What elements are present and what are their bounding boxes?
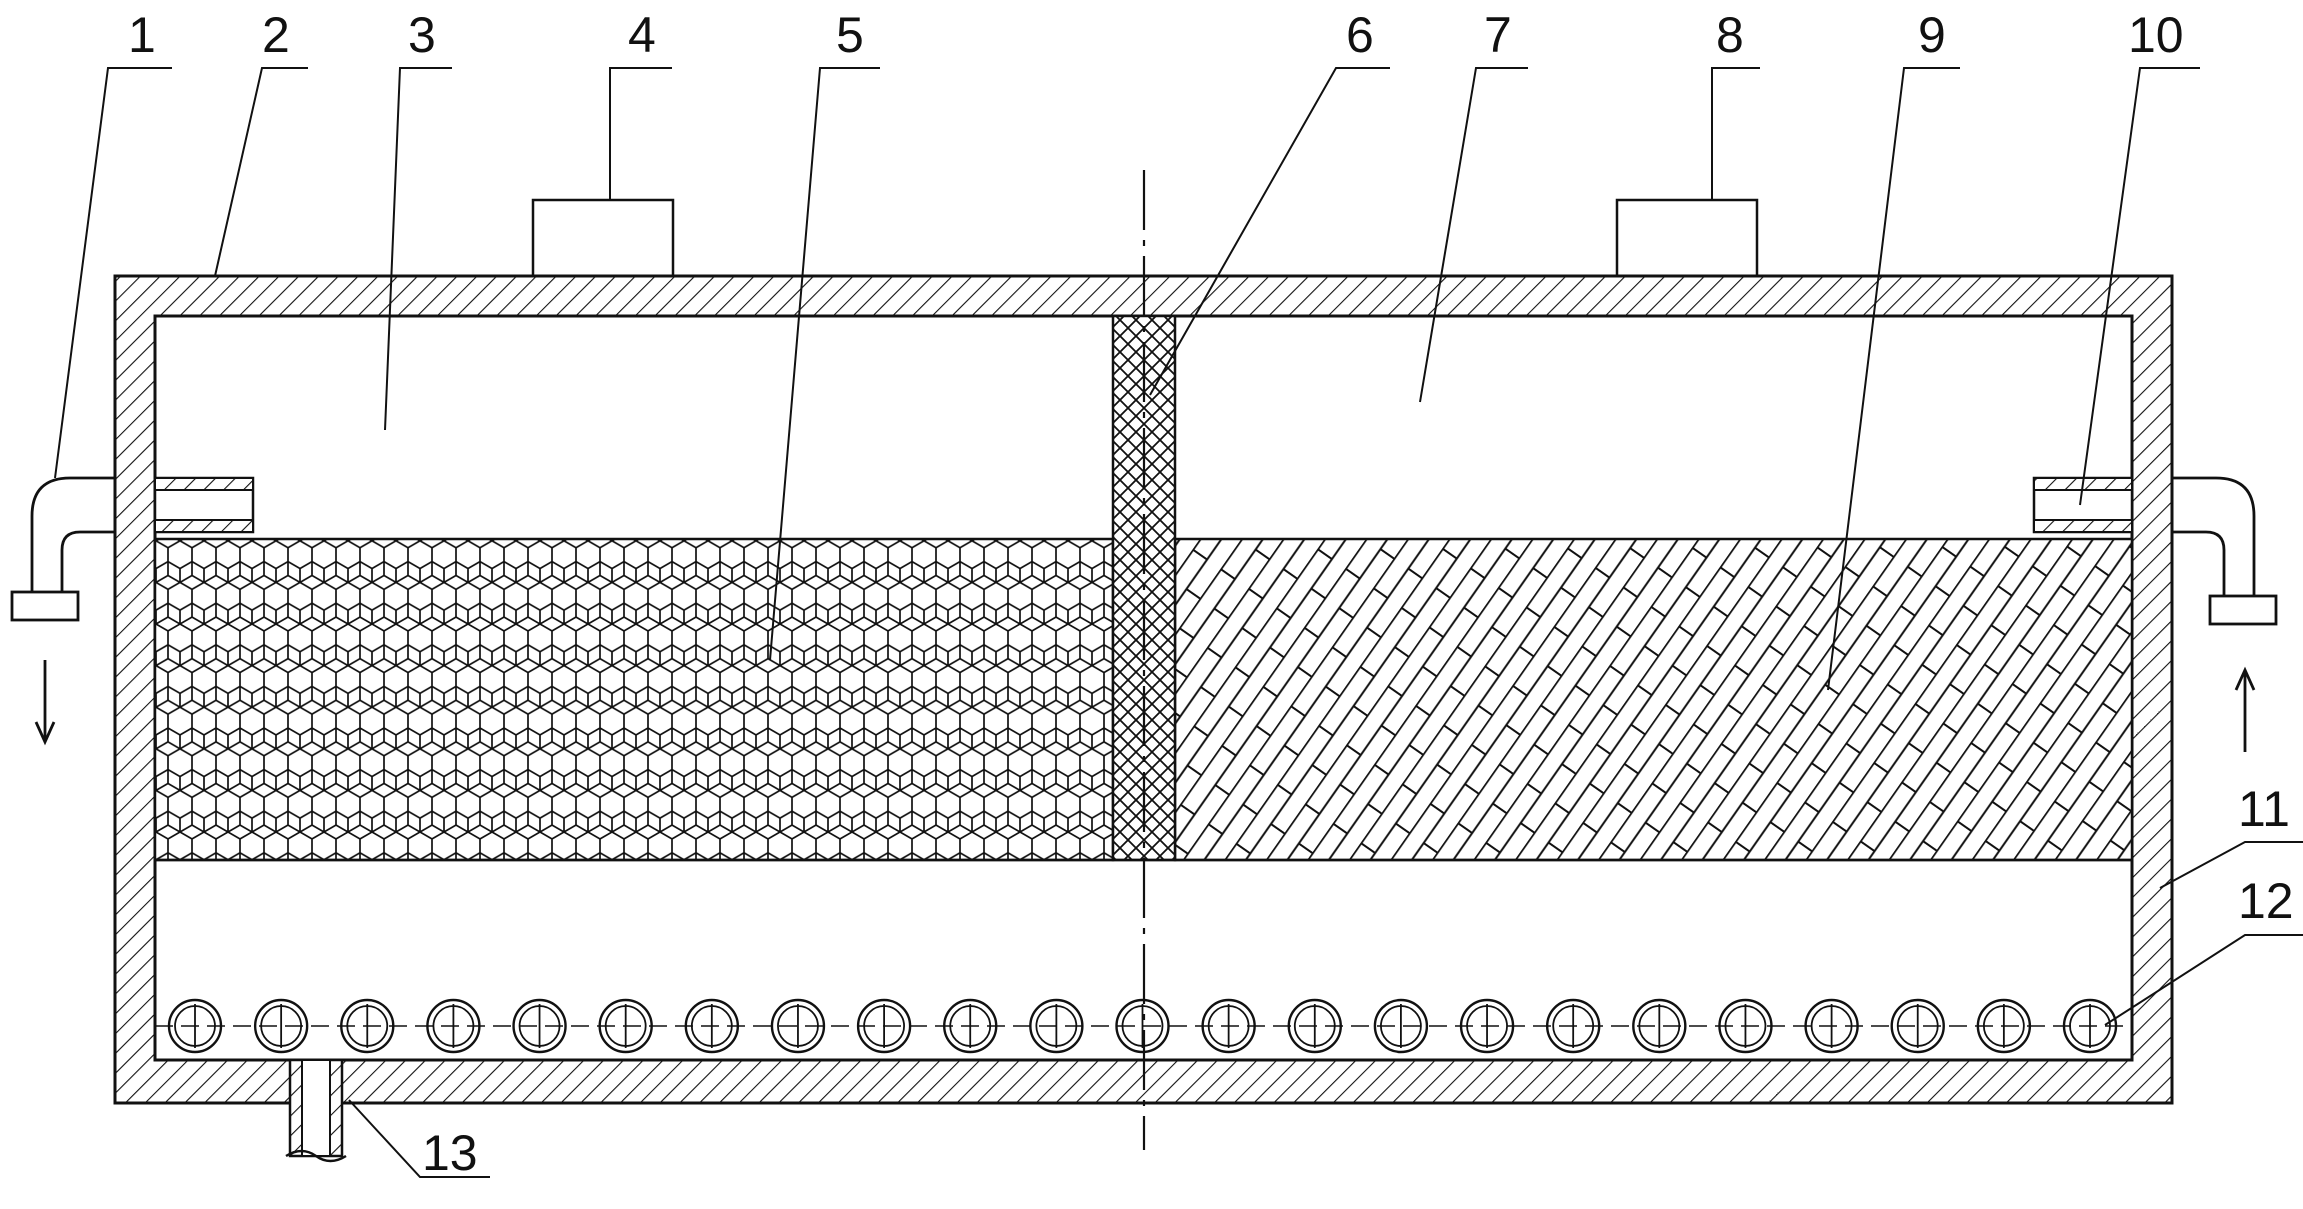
callout-11: 11 (2238, 781, 2290, 837)
callout-13: 13 (422, 1125, 478, 1181)
callout-10: 10 (2128, 7, 2184, 63)
callout-12: 12 (2238, 873, 2294, 929)
callout-4: 4 (628, 7, 656, 63)
callout-7: 7 (1484, 7, 1512, 63)
callout-5: 5 (836, 7, 864, 63)
port-8 (1615, 198, 1759, 278)
filter-media-left (153, 537, 1115, 862)
up-arrow-icon (2234, 666, 2256, 752)
distributor-pipe (253, 998, 309, 1054)
callout-6: 6 (1346, 7, 1374, 63)
callout-8: 8 (1716, 7, 1744, 63)
callout-1: 1 (128, 7, 156, 63)
distributor-pipe (512, 998, 567, 1054)
distributor-pipe (1115, 998, 1170, 1054)
port-4 (531, 198, 675, 278)
filter-media-right (1173, 537, 2134, 862)
callout-3: 3 (408, 7, 436, 63)
callout-2: 2 (262, 7, 290, 63)
distributor-pipe (1890, 998, 1945, 1054)
outlet-pipe (30, 476, 115, 592)
inlet-pipe (2172, 476, 2256, 596)
down-arrow-icon (34, 660, 56, 746)
leader-lines (54, 67, 2303, 1178)
callout-9: 9 (1918, 7, 1946, 63)
